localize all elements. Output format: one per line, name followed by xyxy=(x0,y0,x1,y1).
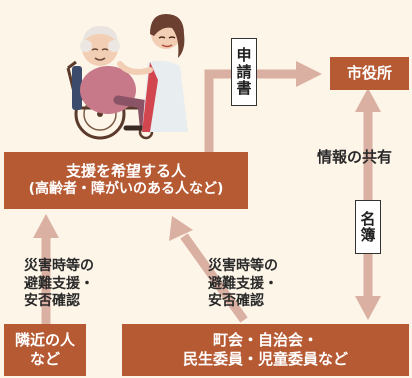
neighbor-support-arrow-head xyxy=(33,214,59,238)
application-char-1: 申 xyxy=(236,46,252,65)
community-box: 町会・自治会・ 民生委員・児童委員など xyxy=(122,324,409,376)
community-support-arrow-head xyxy=(169,216,193,241)
application-arrow-head xyxy=(296,61,322,87)
neighbor-support-line-1: 災害時等の xyxy=(24,258,94,274)
neighbors-line-2: など xyxy=(29,350,60,368)
neighbor-support-line-2: 避難支援・ xyxy=(24,275,94,292)
community-support-line-3: 安否確認 xyxy=(208,293,264,309)
city-hall-label: 市役所 xyxy=(346,64,392,83)
roster-char-2: 簿 xyxy=(360,226,376,244)
roster-char-1: 名 xyxy=(360,209,376,228)
info-sharing-label: 情報の共有 xyxy=(317,148,392,167)
neighbors-line-1: 隣近の人 xyxy=(14,331,75,350)
community-line-2: 民生委員・児童委員など xyxy=(182,350,348,368)
community-support-text: 災害時等の 避難支援・ 安否確認 xyxy=(208,258,278,311)
support-seeker-title: 支援を希望する人 xyxy=(65,162,186,181)
community-support-line-2: 避難支援・ xyxy=(208,275,278,292)
roster-label: 名 簿 xyxy=(355,200,381,254)
application-char-2: 請 xyxy=(236,62,252,81)
neighbor-support-line-3: 安否確認 xyxy=(24,293,80,309)
neighbors-box: 隣近の人 など xyxy=(4,324,86,376)
community-line-1: 町会・自治会・ xyxy=(212,331,318,350)
support-seeker-subtitle: (高齢者・障がいのある人など) xyxy=(28,181,224,198)
community-support-line-1: 災害時等の xyxy=(208,258,278,274)
neighbor-support-text: 災害時等の 避難支援・ 安否確認 xyxy=(24,258,94,311)
elderly-person-wheelchair-caregiver-icon xyxy=(66,14,188,140)
application-arrow xyxy=(204,69,298,152)
application-char-3: 書 xyxy=(236,79,252,98)
roster-arrow-head-bottom xyxy=(355,296,381,320)
community-support-arrow xyxy=(180,233,248,323)
application-form-label: 申 請 書 xyxy=(231,38,257,106)
support-seeker-box: 支援を希望する人 (高齢者・障がいのある人など) xyxy=(4,152,248,209)
info-sharing-text: 情報の共有 xyxy=(317,148,393,166)
roster-arrow-head-top xyxy=(355,88,381,112)
city-hall-box: 市役所 xyxy=(330,57,409,90)
